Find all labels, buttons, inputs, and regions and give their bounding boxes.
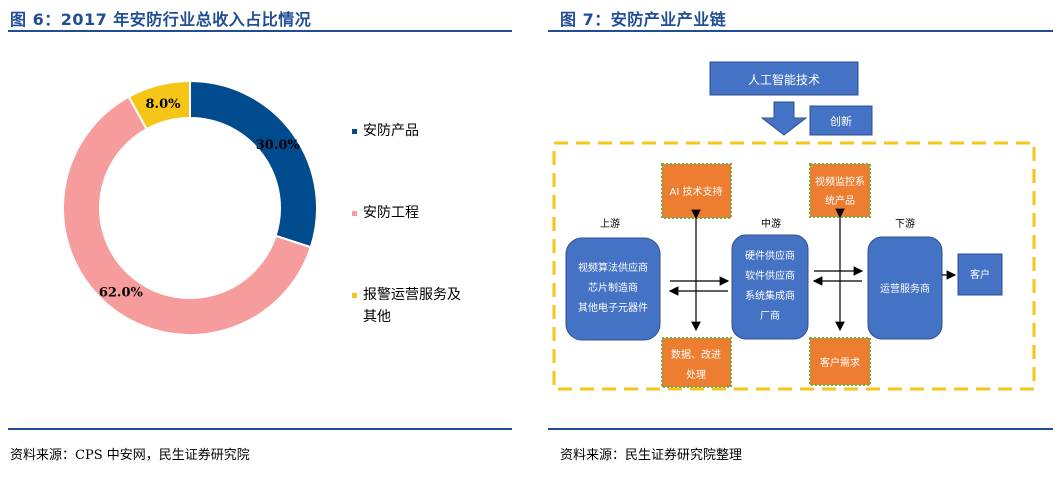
midstream-label: 中游 [761,217,781,230]
legend-label: 安防产品 [363,123,419,139]
right-title-rule [548,30,1053,32]
legend-item-products: 安防产品 [352,120,419,140]
midstream-text-3: 系统集成商 [745,289,795,302]
data-label-1: 30.0% [256,138,301,153]
right-figure-title: 图 7：安防产业产业链 [560,10,727,29]
ai-tech-box [709,61,859,96]
legend-label: 报警运营服务及 [363,287,461,303]
legend-item-services: 报警运营服务及 其他 [352,284,461,328]
donut-slice-1 [189,79,318,249]
video-products-text-2: 统产品 [825,194,855,207]
midstream-box [731,234,809,340]
data-processing-box [661,337,732,388]
upstream-box [565,237,661,341]
downstream-text: 运营服务商 [880,282,930,295]
upstream-text-3: 其他电子元器件 [578,301,648,314]
customer-needs-text: 客户需求 [820,356,860,369]
down-arrow-shape [760,101,808,136]
left-footer-rule [8,428,512,430]
industry-chain-diagram: 人工智能技术 创新 上游 中游 下游 视频算法供应商 芯片制造商 其他电子元器件… [552,61,1036,391]
donut-slice-2 [62,95,313,336]
data-processing-text-2: 处理 [686,369,706,381]
upstream-text-1: 视频算法供应商 [578,261,648,274]
data-label-3: 8.0% [146,97,182,112]
innovation-box [809,105,873,136]
downstream-label: 下游 [895,217,915,230]
downstream-box [867,236,943,340]
donut-chart: 30.0% 62.0% 8.0% [62,79,318,336]
left-title-rule [8,30,512,32]
midstream-text-2: 软件供应商 [745,269,795,282]
customer-needs-box [809,337,871,386]
ai-support-text: AI 技术支持 [670,185,723,198]
right-source-note: 资料来源：民生证券研究院整理 [560,448,743,463]
chain-frame [552,141,1036,391]
donut-labels: 30.0% 62.0% 8.0% [99,97,301,301]
left-figure-title: 图 6：2017 年安防行业总收入占比情况 [10,10,312,29]
data-label-2: 62.0% [99,286,144,301]
ai-tech-label: 人工智能技术 [748,72,820,87]
donut-slices [62,79,318,336]
midstream-text-1: 硬件供应商 [745,249,795,262]
left-source-note: 资料来源：CPS 中安网，民生证券研究院 [10,448,250,463]
video-products-text-1: 视频监控系 [815,175,865,188]
upstream-text-2: 芯片制造商 [588,281,638,294]
connector-arrows [668,208,957,332]
legend-item-engineering: 安防工程 [352,202,419,222]
right-footer-rule [548,428,1053,430]
video-products-box [809,163,871,218]
customer-box [957,253,1003,296]
innovation-label: 创新 [830,114,852,128]
midstream-text-4: 厂商 [760,309,780,322]
upstream-label: 上游 [600,217,620,230]
legend-marker [352,292,357,298]
customer-text: 客户 [970,268,990,281]
legend-marker [352,128,357,134]
legend-marker [352,210,357,216]
legend-label-cont: 其他 [363,309,391,325]
donut-slice-3 [127,79,191,131]
legend-label: 安防工程 [363,205,419,221]
data-processing-text-1: 数据、改进 [671,348,721,361]
